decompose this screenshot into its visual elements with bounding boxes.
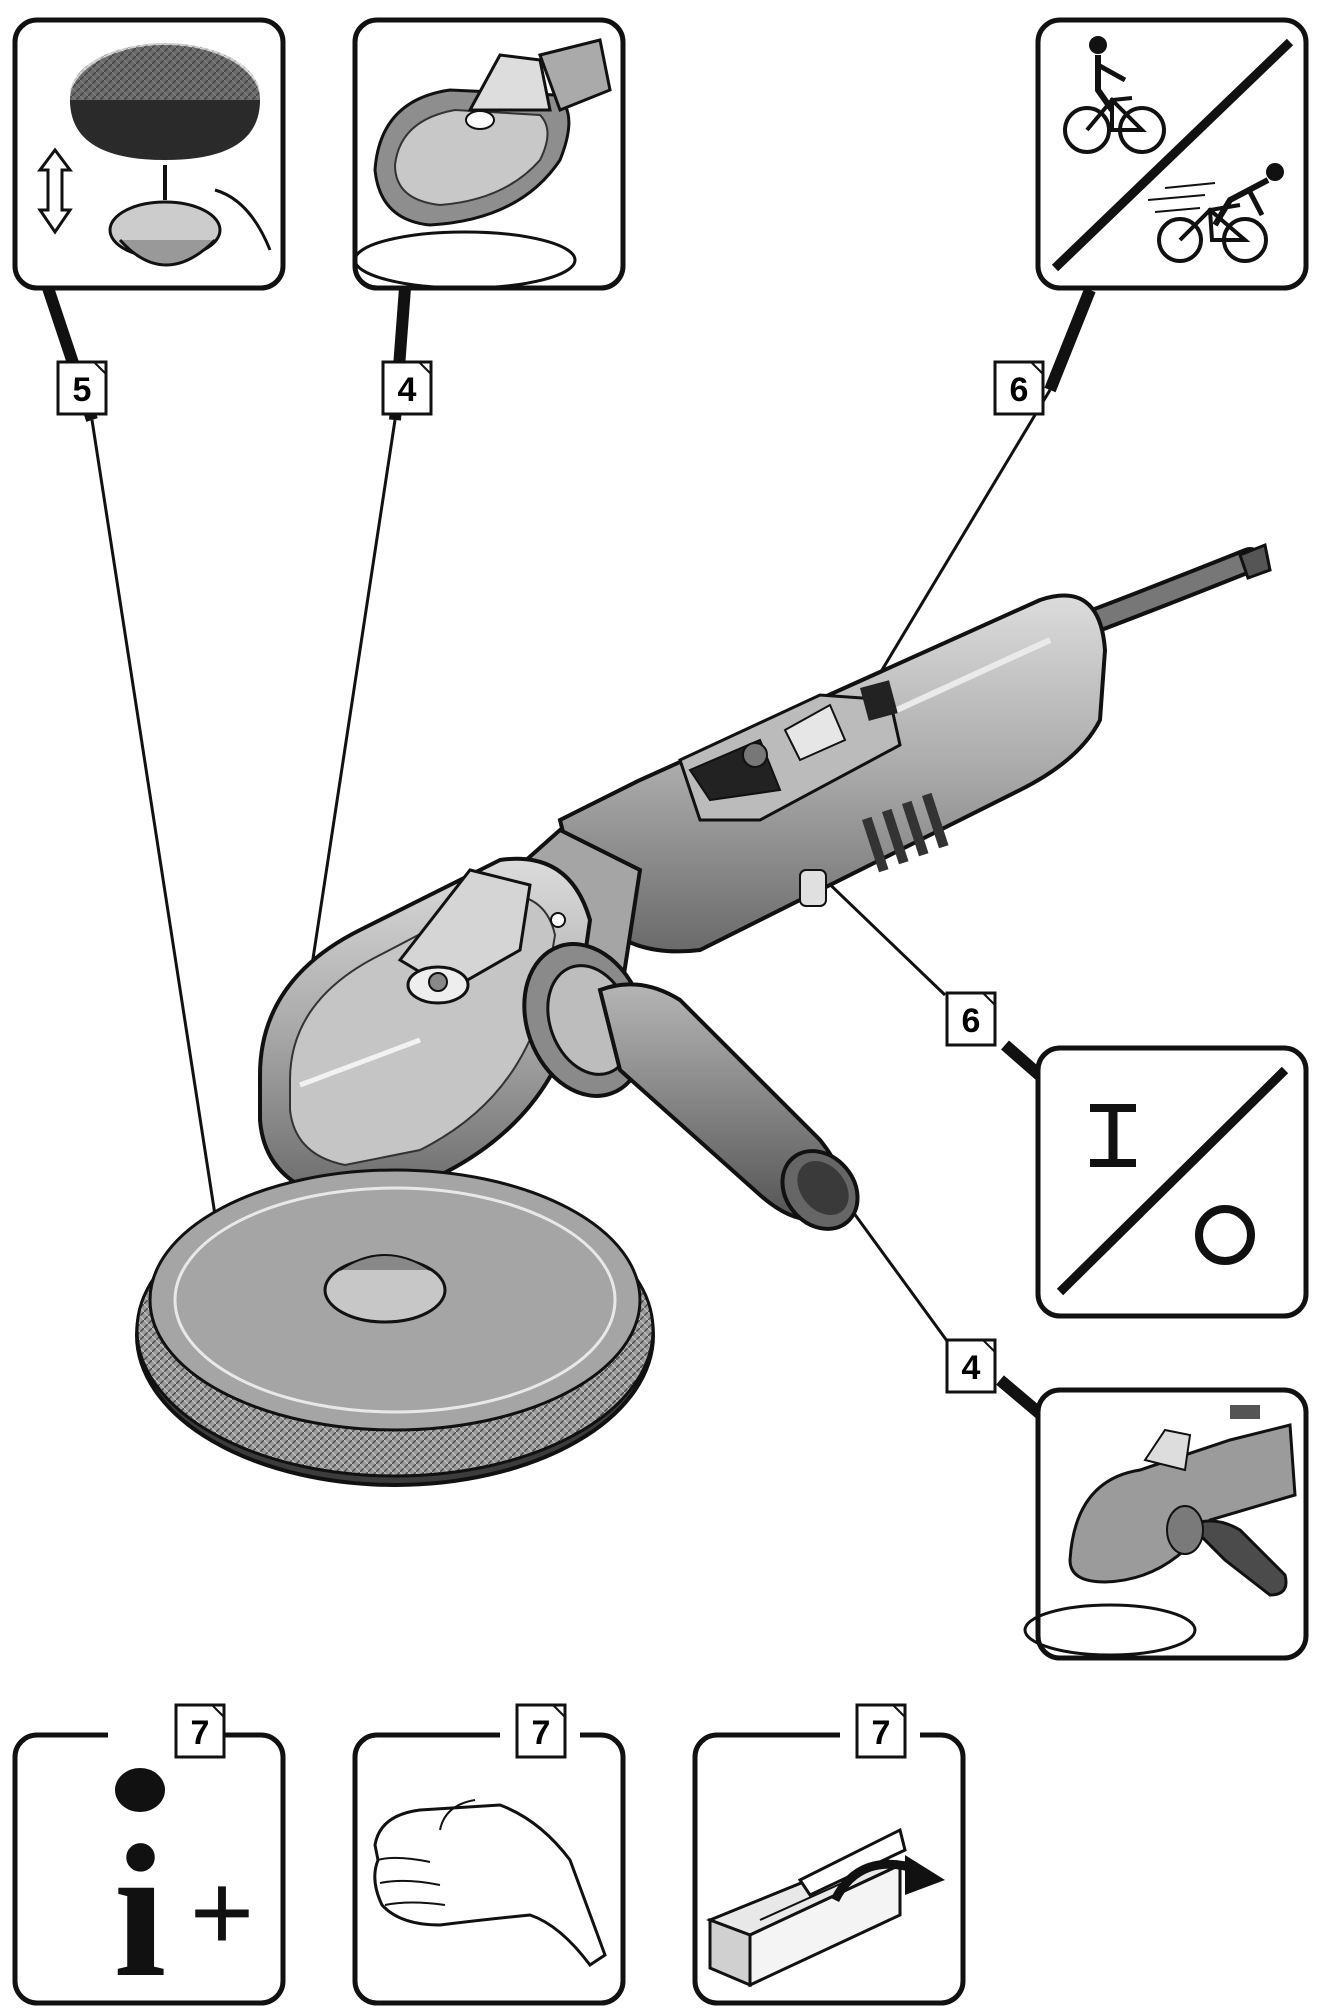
callout-4-handle: 4 — [945, 1338, 997, 1394]
callout-label: 7 — [191, 1714, 210, 1752]
callout-label: 6 — [1010, 371, 1029, 409]
callout-label: 4 — [962, 1349, 981, 1387]
callout-7-hand: 7 — [515, 1703, 567, 1759]
callout-7-package: 7 — [855, 1703, 907, 1759]
callout-label: 6 — [962, 1002, 981, 1040]
callout-6-speed: 6 — [993, 360, 1045, 416]
callout-label: 7 — [532, 1714, 551, 1752]
info-plus: + — [190, 1851, 254, 1974]
callout-5-disc: 5 — [56, 360, 108, 416]
callout-7-info: 7 — [174, 1703, 226, 1759]
gear-head-icon — [352, 17, 626, 291]
slow-fast-cyclist-icon — [1035, 17, 1309, 291]
open-package-icon — [692, 1720, 966, 2006]
callout-label: 5 — [73, 371, 92, 409]
callout-label: 4 — [398, 371, 417, 409]
additional-info-icon: i + — [12, 1720, 286, 2014]
info-glyph: i — [114, 1807, 167, 2014]
on-off-switch-icon — [1035, 1045, 1309, 1319]
hand-icon — [352, 1720, 626, 2006]
polisher-illustration — [135, 542, 1272, 1487]
polishing-pad-change-icon — [12, 17, 286, 291]
callout-label: 7 — [872, 1714, 891, 1752]
vent-slots — [862, 792, 949, 873]
callout-4-gear-head: 4 — [381, 360, 433, 416]
callout-6-switch: 6 — [945, 991, 997, 1047]
side-handle-icon — [1023, 1387, 1309, 1661]
